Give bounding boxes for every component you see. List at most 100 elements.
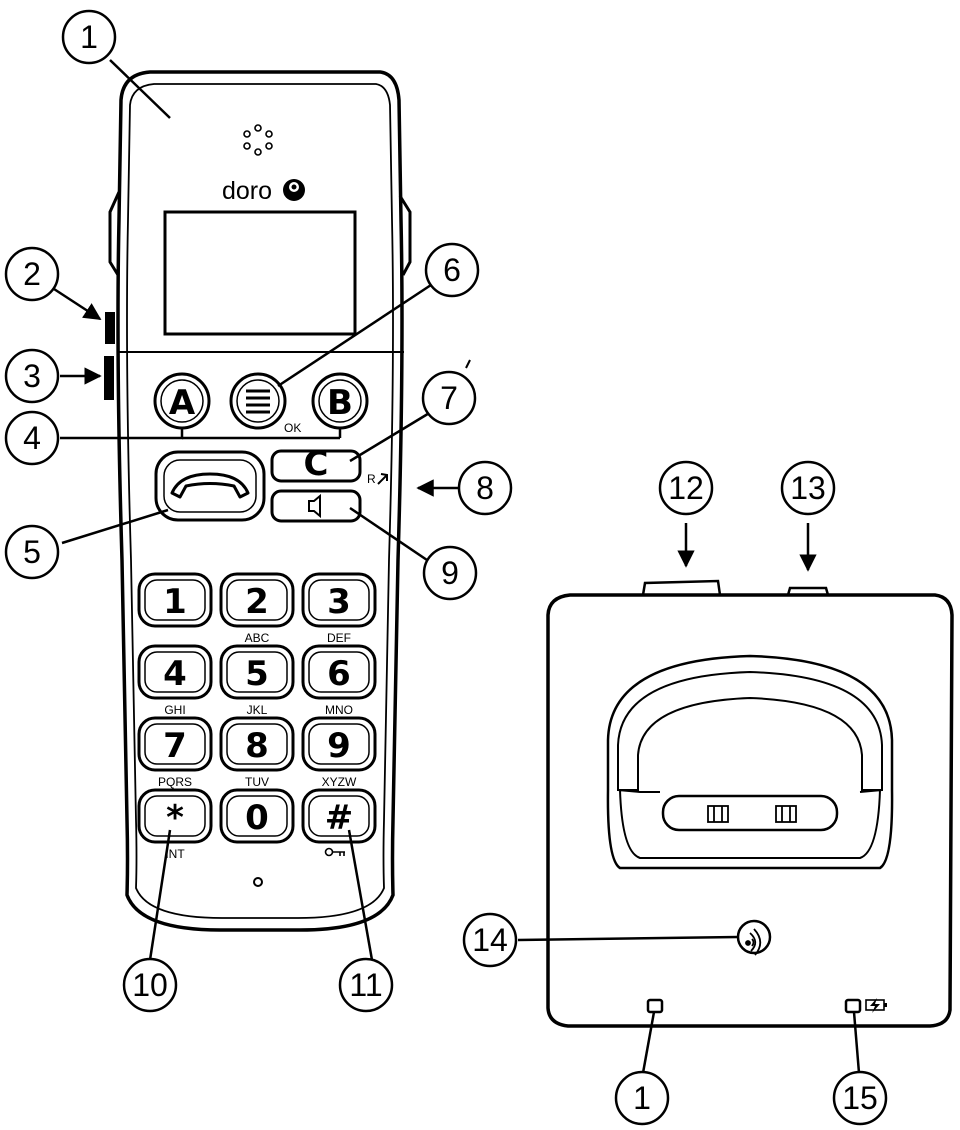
callout-12: 12 bbox=[658, 460, 714, 516]
keypad-key-9[interactable]: 9 bbox=[301, 716, 377, 772]
callout-10: 10 bbox=[122, 957, 178, 1013]
callout-number: 1 bbox=[633, 1080, 651, 1116]
callout-number: 12 bbox=[668, 470, 704, 506]
handset-display bbox=[163, 210, 357, 336]
keypad-key-8[interactable]: 8 bbox=[219, 716, 295, 772]
keypad-key-digit: 1 bbox=[163, 582, 187, 622]
side-button-lower[interactable] bbox=[104, 356, 114, 400]
handset-left-clip bbox=[108, 191, 121, 276]
call-key[interactable] bbox=[154, 450, 266, 522]
callout-number: 3 bbox=[23, 358, 41, 394]
callout-14: 14 bbox=[462, 912, 518, 968]
keypad-key-letters: GHI bbox=[164, 703, 185, 717]
handset-cradle-outer bbox=[606, 654, 894, 870]
earpiece-dots-icon bbox=[243, 124, 273, 156]
base-station bbox=[546, 579, 954, 1028]
callout-number: 7 bbox=[440, 380, 458, 416]
base-top-tab-left bbox=[641, 579, 722, 596]
callout-13: 13 bbox=[780, 460, 836, 516]
base-charging-led bbox=[844, 998, 862, 1014]
callout-number: 13 bbox=[790, 470, 826, 506]
callout-1: 1 bbox=[61, 9, 117, 65]
phone-handset-icon bbox=[170, 472, 250, 499]
callout-number: 5 bbox=[23, 534, 41, 570]
soft-key-a[interactable]: A bbox=[153, 372, 211, 430]
handset-right-clip bbox=[398, 195, 412, 276]
clear-key[interactable]: C bbox=[270, 444, 362, 484]
handset-inner-outline bbox=[126, 83, 394, 919]
handset bbox=[104, 70, 412, 932]
soft-key-a-label: A bbox=[169, 383, 196, 423]
base-top-tab-right bbox=[786, 586, 830, 596]
callout-2: 2 bbox=[4, 246, 60, 302]
ok-label: OK bbox=[284, 421, 301, 435]
side-button-upper[interactable] bbox=[105, 312, 115, 344]
keypad-key-2[interactable]: 2 bbox=[219, 572, 295, 628]
menu-key[interactable] bbox=[229, 372, 287, 430]
callout-11: 11 bbox=[338, 957, 394, 1013]
callout-number: 1 bbox=[80, 19, 98, 55]
callout-number: 14 bbox=[472, 922, 508, 958]
speaker-key[interactable] bbox=[270, 489, 362, 523]
keypad-key-digit: 9 bbox=[327, 726, 351, 766]
soft-key-b-label: B bbox=[327, 383, 353, 423]
clear-key-label: C bbox=[304, 444, 329, 484]
leader-lines bbox=[53, 59, 861, 1074]
soft-key-b[interactable]: B bbox=[311, 372, 369, 430]
keypad-key-letters: DEF bbox=[327, 631, 351, 645]
keypad-key-letters: MNO bbox=[325, 703, 353, 717]
cradle-shelf bbox=[617, 789, 883, 859]
keypad-key-0[interactable]: 0 bbox=[219, 788, 295, 844]
base-body bbox=[546, 593, 954, 1028]
keypad-key-6[interactable]: 6 bbox=[301, 644, 377, 700]
keypad-key-letters: JKL bbox=[247, 703, 268, 717]
callout-9: 9 bbox=[422, 545, 478, 601]
callout-4: 4 bbox=[4, 410, 60, 466]
menu-lines-icon bbox=[246, 389, 270, 414]
callout-15: 15 bbox=[832, 1070, 888, 1126]
keypad-key-star[interactable]: * bbox=[137, 788, 213, 844]
keypad-key-digit: 3 bbox=[327, 582, 351, 622]
callout-number: 11 bbox=[349, 967, 382, 1003]
keypad-key-7[interactable]: 7 bbox=[137, 716, 213, 772]
callout-number: 15 bbox=[842, 1080, 878, 1116]
callout-number: 8 bbox=[476, 470, 494, 506]
keypad-key-letters: INT bbox=[165, 847, 185, 861]
recall-arrow-icon bbox=[377, 473, 388, 485]
keypad-key-digit: 4 bbox=[163, 654, 187, 694]
paging-button[interactable] bbox=[736, 919, 772, 956]
charging-contact-right bbox=[775, 805, 797, 823]
keypad-key-letters: XYZW bbox=[322, 775, 357, 789]
callout-5: 5 bbox=[4, 524, 60, 580]
keypad-key-1[interactable]: 1 bbox=[137, 572, 213, 628]
logo-text: doro bbox=[222, 177, 272, 205]
keypad-key-5[interactable]: 5 bbox=[219, 644, 295, 700]
microphone-hole bbox=[253, 877, 263, 887]
handset-cradle-inner bbox=[617, 670, 883, 791]
keypad-key-digit: * bbox=[166, 798, 184, 838]
keypad-key-digit: 0 bbox=[245, 798, 269, 838]
keypad-key-4[interactable]: 4 bbox=[137, 644, 213, 700]
battery-charging-icon bbox=[865, 998, 887, 1013]
keypad-key-hash[interactable]: # bbox=[301, 788, 377, 844]
callout-3: 3 bbox=[4, 348, 60, 404]
callout-1b: 1 bbox=[614, 1070, 670, 1126]
recall-label: R bbox=[367, 472, 376, 486]
callout-6: 6 bbox=[424, 242, 480, 298]
callout-number: 9 bbox=[441, 555, 459, 591]
keypad-key-3[interactable]: 3 bbox=[301, 572, 377, 628]
callout-number: 6 bbox=[443, 252, 461, 288]
key-icon bbox=[324, 847, 345, 857]
keypad-key-letters: ABC bbox=[245, 631, 270, 645]
callout-number: 10 bbox=[132, 967, 168, 1003]
keypad-key-letters: TUV bbox=[245, 775, 269, 789]
keypad-key-digit: 7 bbox=[163, 726, 187, 766]
keypad-key-digit: 8 bbox=[245, 726, 269, 766]
paging-signal-icon bbox=[745, 928, 762, 956]
callout-7: 7 bbox=[421, 370, 477, 426]
charging-contact-left bbox=[707, 805, 729, 823]
charging-contact-slot bbox=[661, 794, 839, 832]
